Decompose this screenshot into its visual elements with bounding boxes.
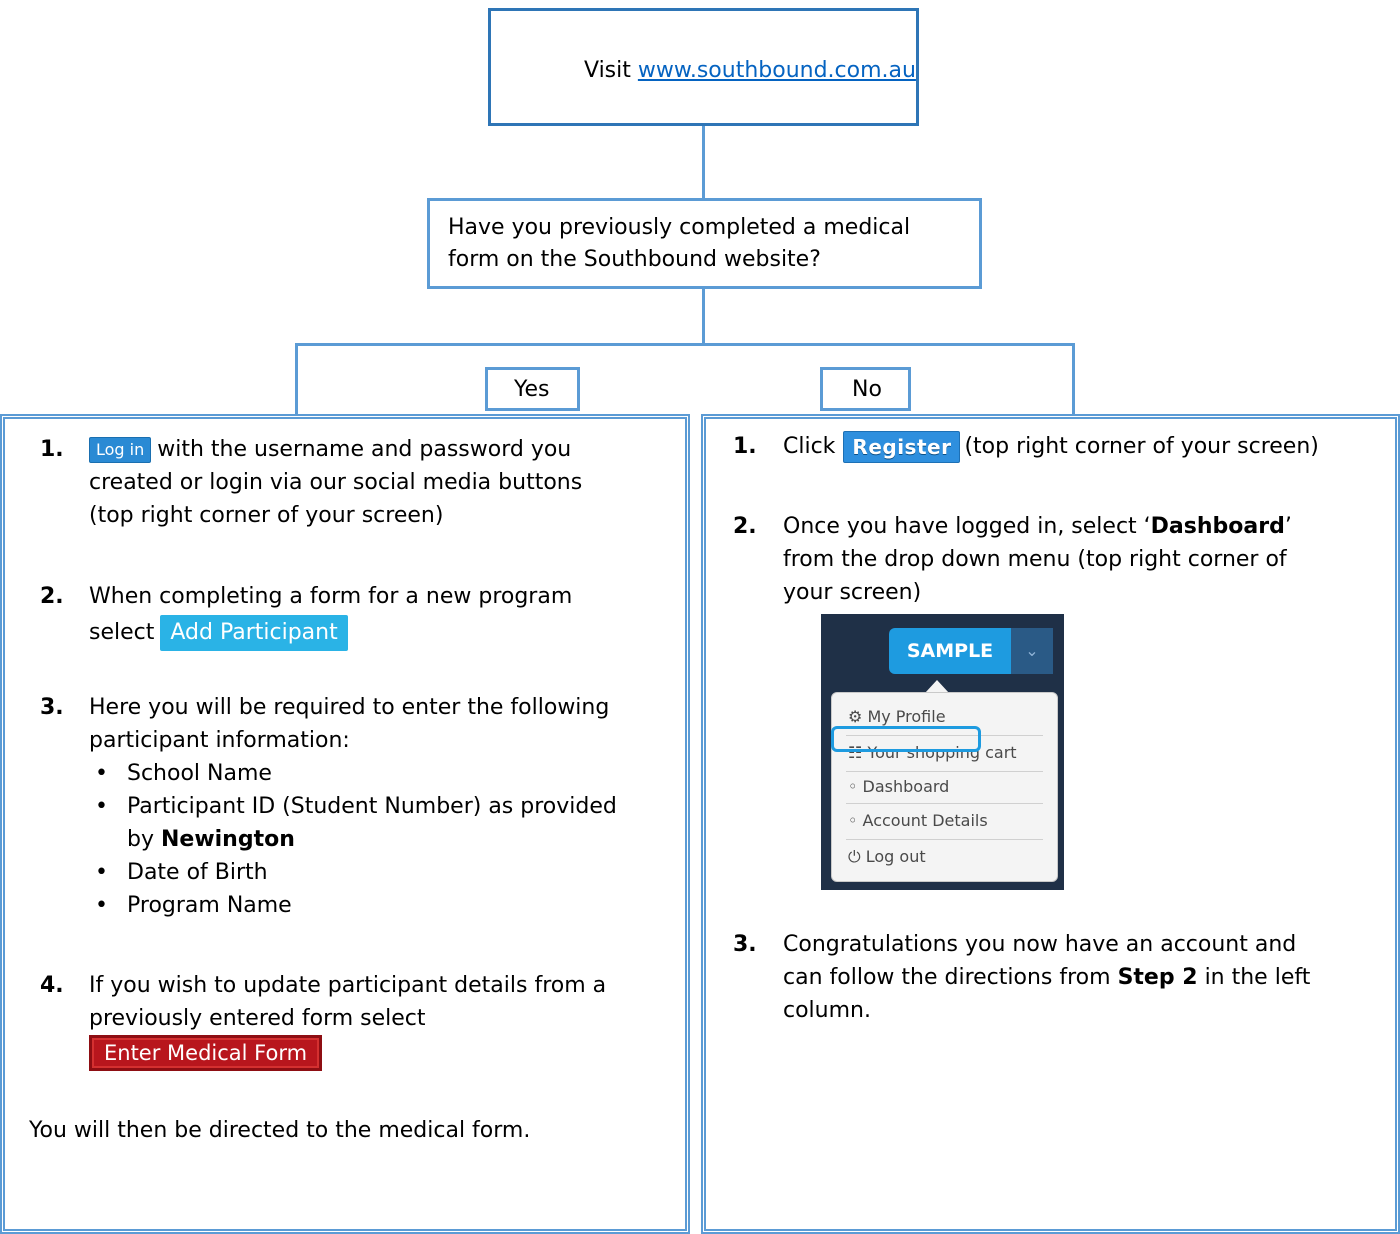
menu-divider xyxy=(846,839,1043,840)
question-line-1: Have you previously completed a medical xyxy=(448,215,911,240)
yes-label: Yes xyxy=(514,377,550,402)
question-line-2: form on the Southbound website? xyxy=(448,247,821,272)
list-item: •Date of Birth xyxy=(95,860,268,885)
left-step-4-line-2: previously entered form select xyxy=(89,1006,426,1031)
power-icon: ⏻ xyxy=(848,847,861,866)
list-item-continuation: by Newington xyxy=(127,827,295,852)
dashboard-highlight xyxy=(831,726,981,752)
yes-box: Yes xyxy=(485,367,580,411)
add-participant-button[interactable]: Add Participant xyxy=(160,615,348,651)
menu-item-log-out: ⏻ Log out xyxy=(848,847,926,866)
right-step-3-line-3: column. xyxy=(783,998,871,1023)
right-step-2-line-1: Once you have logged in, select ‘Dashboa… xyxy=(783,514,1292,539)
bullet-icon: ◦ xyxy=(848,777,858,796)
right-step-2-number: 2. xyxy=(733,514,757,539)
right-step-1-number: 1. xyxy=(733,434,757,459)
menu-item-dashboard: ◦ Dashboard xyxy=(848,777,950,796)
dropdown-menu: ⚙ My Profile ☷ Your shopping cart ◦ Dash… xyxy=(831,692,1058,882)
connector-top xyxy=(702,124,705,200)
gear-icon: ⚙ xyxy=(848,707,863,726)
list-item: •School Name xyxy=(95,761,272,786)
menu-divider xyxy=(846,803,1043,804)
left-step-1-number: 1. xyxy=(40,437,64,462)
left-step-4-line-1: If you wish to update participant detail… xyxy=(89,973,607,998)
register-button[interactable]: Register xyxy=(843,431,961,463)
right-step-2-line-2: from the drop down menu (top right corne… xyxy=(783,547,1287,572)
menu-pointer xyxy=(925,680,949,693)
bullet-icon: ◦ xyxy=(848,811,858,830)
connector-right-drop xyxy=(1072,343,1075,415)
right-step-1-line-1: Click Register(top right corner of your s… xyxy=(783,430,1319,463)
menu-divider xyxy=(846,735,1043,736)
login-button[interactable]: Log in xyxy=(89,437,152,463)
left-step-1-text-a: with the username and password you xyxy=(157,437,572,462)
right-step-3-line-1: Congratulations you now have an account … xyxy=(783,932,1297,957)
menu-item-my-profile: ⚙ My Profile xyxy=(848,707,946,726)
cart-icon: ☷ xyxy=(848,743,863,762)
no-box: No xyxy=(820,367,911,411)
right-step-1-post: (top right corner of your screen) xyxy=(964,434,1319,459)
chevron-down-icon: ⌄ xyxy=(1011,628,1053,674)
left-step-4-line-3: Enter Medical Form xyxy=(89,1035,323,1071)
visit-prefix: Visit xyxy=(584,58,638,83)
left-footer: You will then be directed to the medical… xyxy=(29,1118,531,1143)
left-step-3-number: 3. xyxy=(40,695,64,720)
visit-box: Visit www.southbound.com.au xyxy=(488,8,919,126)
right-step-1-click: Click xyxy=(783,434,836,459)
left-step-2-line-1: When completing a form for a new program xyxy=(89,584,573,609)
visit-text: Visit www.southbound.com.au xyxy=(584,54,916,87)
southbound-link[interactable]: www.southbound.com.au xyxy=(637,58,916,83)
dashboard-menu-screenshot: SAMPLE ⌄ ⚙ My Profile ☷ Your shopping ca… xyxy=(821,614,1064,890)
right-step-3-line-2: can follow the directions from Step 2 in… xyxy=(783,965,1311,990)
left-step-1-line-2: created or login via our social media bu… xyxy=(89,470,583,495)
left-step-3-line-1: Here you will be required to enter the f… xyxy=(89,695,610,720)
right-step-3-number: 3. xyxy=(733,932,757,957)
list-item: •Program Name xyxy=(95,893,292,918)
list-item: •Participant ID (Student Number) as prov… xyxy=(95,794,617,819)
user-menu-button: SAMPLE xyxy=(889,628,1011,674)
question-box: Have you previously completed a medical … xyxy=(427,198,982,289)
participant-info-list: •School Name •Participant ID (Student Nu… xyxy=(89,757,617,922)
left-step-4-number: 4. xyxy=(40,973,64,998)
right-step-2-line-3: your screen) xyxy=(783,580,922,605)
left-step-2-select: select xyxy=(89,620,155,645)
connector-horizontal xyxy=(295,343,1074,346)
left-step-2-number: 2. xyxy=(40,584,64,609)
left-step-3-line-2: participant information: xyxy=(89,728,350,753)
no-label: No xyxy=(852,377,882,402)
menu-item-account-details: ◦ Account Details xyxy=(848,811,988,830)
menu-divider xyxy=(846,771,1043,772)
connector-mid xyxy=(702,287,705,345)
connector-left-drop xyxy=(295,343,298,415)
left-column xyxy=(0,414,690,1234)
left-step-1-line-3: (top right corner of your screen) xyxy=(89,503,444,528)
enter-medical-form-button[interactable]: Enter Medical Form xyxy=(89,1035,323,1071)
